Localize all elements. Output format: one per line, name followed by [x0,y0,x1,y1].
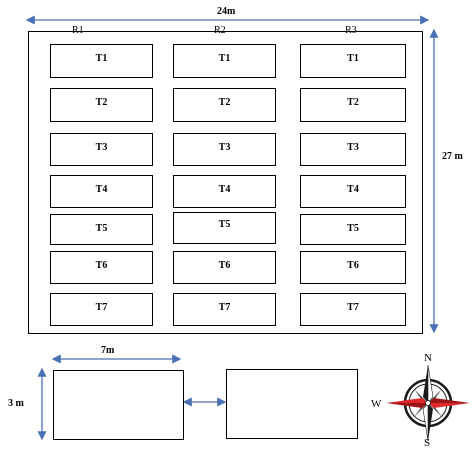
plot-r2-t1: T1 [173,44,276,78]
replication-label-r1: R1 [72,25,84,36]
plot-r3-t7: T7 [300,293,406,326]
compass-south-point-light [422,402,429,442]
replication-label-r2: R2 [214,25,226,36]
compass-west-point [386,398,428,403]
compass-south-point [428,403,433,441]
plot-r2-t7: T7 [173,293,276,326]
plot-r2-t6: T6 [173,251,276,284]
plot-r3-t6: T6 [300,251,406,284]
sample-plot-left [53,370,184,440]
field-width-label: 24m [217,6,236,17]
compass-west-label: W [371,398,382,410]
plot-width-label: 7m [101,345,115,356]
replication-label-r3: R3 [345,25,357,36]
compass-east-point [428,403,470,408]
plot-height-label: 3 m [8,398,24,409]
plot-r3-t5: T5 [300,214,406,245]
compass-west-point-dark [386,403,428,408]
plot-r2-t2: T2 [173,88,276,122]
plot-r2-t5: T5 [173,212,276,244]
sample-plot-right [226,369,358,439]
field-height-label: 27 m [442,151,463,162]
plot-r1-t3: T3 [50,133,153,166]
plot-r1-t7: T7 [50,293,153,326]
plot-r3-t2: T2 [300,88,406,122]
plot-r1-t6: T6 [50,251,153,284]
plot-r3-t3: T3 [300,133,406,166]
compass-north-point-light [427,364,434,404]
plot-r1-t1: T1 [50,44,153,78]
plot-r3-t1: T1 [300,44,406,78]
compass-north-point [423,365,428,403]
plot-r1-t5: T5 [50,214,153,245]
plot-r1-t4: T4 [50,175,153,208]
plot-r2-t3: T3 [173,133,276,166]
plot-r2-t4: T4 [173,175,276,208]
compass-east-point-dark [428,398,470,403]
field-boundary [28,31,423,334]
plot-r1-t2: T2 [50,88,153,122]
compass-north-label: N [424,352,432,364]
compass-center [425,400,431,406]
compass-south-label: S [424,437,431,449]
plot-r3-t4: T4 [300,175,406,208]
